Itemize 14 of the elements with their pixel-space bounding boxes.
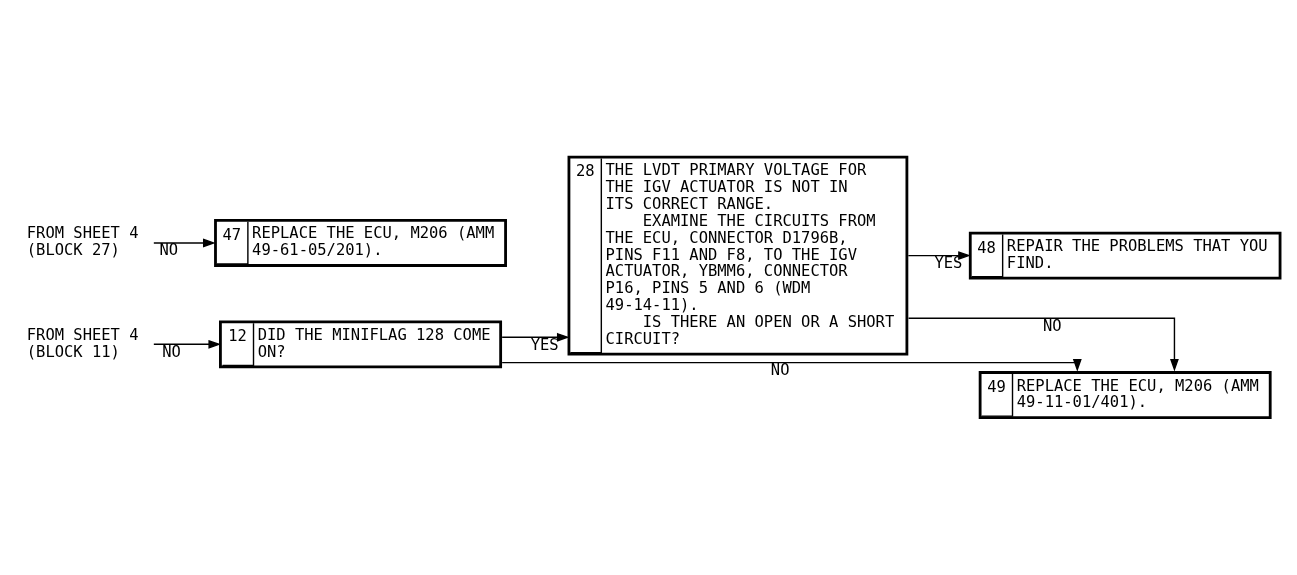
arrow xyxy=(501,332,570,342)
edge-label: NO xyxy=(770,360,790,379)
arrow xyxy=(907,317,1179,372)
edge-label: NO xyxy=(159,240,179,259)
edge-label: YES xyxy=(530,335,559,354)
arrow xyxy=(153,339,222,349)
arrow xyxy=(907,250,971,260)
edge-label: NO xyxy=(1043,316,1062,335)
arrow xyxy=(501,358,1082,372)
node-text: FROM SHEET 4 (BLOCK 11) xyxy=(26,325,139,361)
node-text: FROM SHEET 4 (BLOCK 27) xyxy=(26,223,139,259)
edge-label: NO xyxy=(162,342,181,361)
arrow xyxy=(153,238,216,247)
edge-label: YES xyxy=(934,253,963,272)
